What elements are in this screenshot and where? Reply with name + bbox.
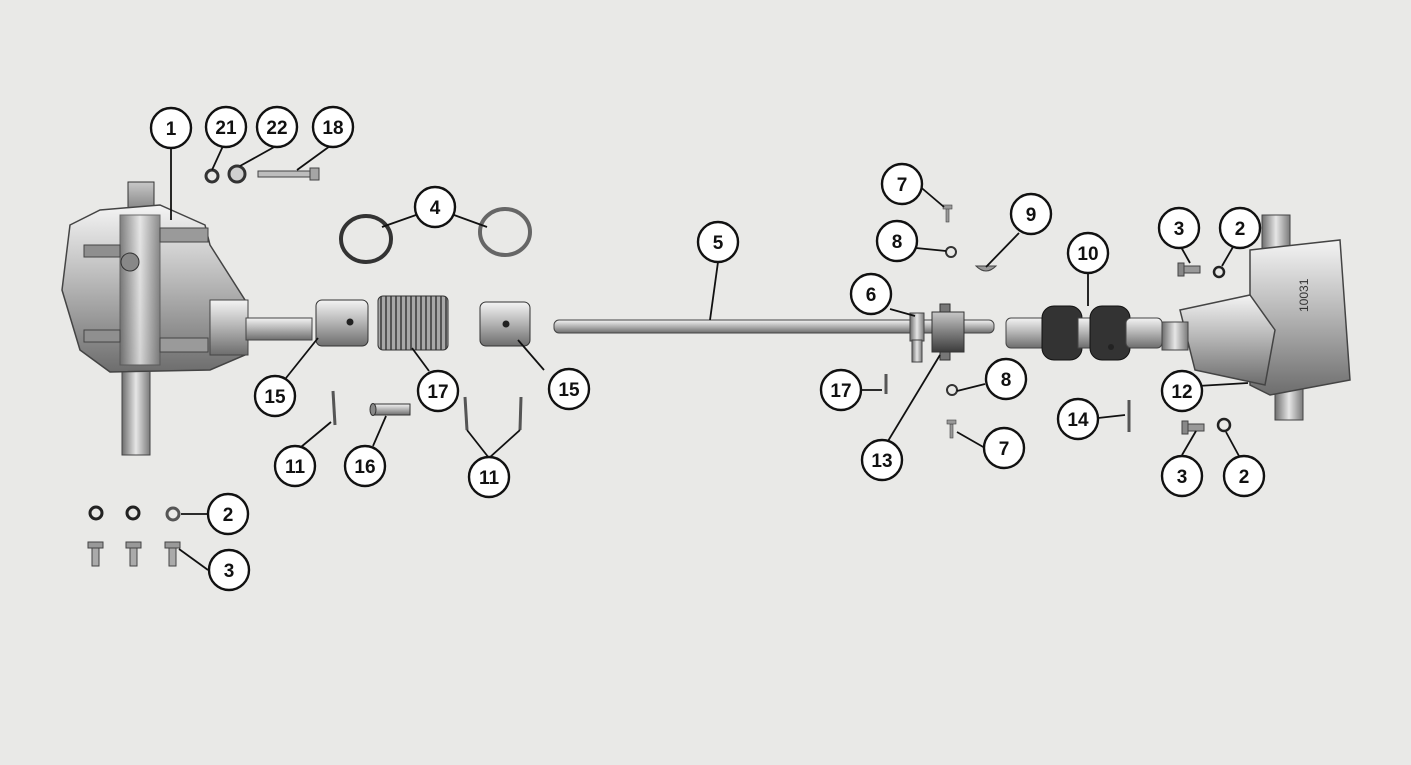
washer-2-c: [165, 506, 181, 522]
callout-10: 10: [1066, 231, 1110, 275]
callout-label: 8: [1001, 370, 1012, 391]
callout-16: 16: [343, 444, 387, 488]
shaft-collar-6b: [911, 339, 923, 363]
callout-13: 13: [860, 438, 904, 482]
flexible-coupling-10: [1005, 305, 1163, 361]
callout-11-right: 11: [467, 455, 511, 499]
callout-label: 3: [1174, 219, 1185, 240]
shaft-collar-6: [909, 312, 925, 342]
roll-pin-11a: [331, 390, 337, 426]
washer-8-bottom: [946, 384, 958, 396]
callout-label: 2: [1239, 467, 1250, 488]
callout-3-left: 3: [207, 548, 251, 592]
callout-label: 12: [1171, 382, 1192, 403]
callout-label: 17: [427, 382, 448, 403]
gearbox-housing: [61, 181, 313, 456]
callout-label: 2: [1235, 219, 1246, 240]
callout-7-top: 7: [880, 162, 924, 206]
shaft-5: [553, 319, 995, 334]
callout-5: 5: [696, 220, 740, 264]
callout-label: 3: [1177, 467, 1188, 488]
callout-label: 6: [866, 285, 877, 306]
callout-label: 16: [354, 457, 375, 478]
callout-7-bottom: 7: [982, 426, 1026, 470]
callout-15-right: 15: [547, 367, 591, 411]
callout-label: 15: [264, 387, 286, 408]
callout-4: 4: [413, 185, 457, 229]
callout-12: 12: [1160, 369, 1204, 413]
callout-15-left: 15: [253, 374, 297, 418]
callout-label: 11: [285, 457, 306, 478]
washer-22: [227, 164, 247, 184]
callout-3-right-top: 3: [1157, 206, 1201, 250]
callout-label: 14: [1067, 410, 1089, 431]
coupling-collar-left: [315, 299, 369, 347]
pin-16: [369, 403, 411, 416]
retaining-ring-left: [339, 214, 393, 264]
callout-1: 1: [149, 106, 193, 150]
roll-pin-11b: [463, 396, 469, 431]
callout-label: 22: [266, 118, 287, 139]
key-9: [974, 265, 998, 272]
callout-label: 15: [558, 380, 580, 401]
washer-2-a: [88, 505, 104, 521]
callout-17-left: 17: [416, 369, 460, 413]
callout-label: 7: [897, 175, 908, 196]
callout-label: 3: [224, 561, 235, 582]
bolt-3-b: [125, 541, 142, 567]
washer-2-right-top: [1212, 265, 1226, 279]
callout-6: 6: [849, 272, 893, 316]
clamp-13: [931, 303, 965, 361]
bolt-3-c: [164, 541, 181, 567]
washer-8-top: [945, 246, 957, 258]
callout-label: 21: [215, 118, 237, 139]
washer-2-right-bottom: [1216, 417, 1232, 433]
callout-label: 17: [830, 381, 851, 402]
callout-21: 21: [204, 105, 248, 149]
callout-label: 5: [713, 233, 724, 254]
bolt-18: [257, 167, 320, 181]
retaining-ring-right: [478, 207, 532, 257]
callout-8-bottom: 8: [984, 357, 1028, 401]
screw-7-bottom: [946, 419, 957, 439]
callout-label: 13: [871, 451, 892, 472]
bolt-3-right-top: [1177, 262, 1201, 277]
callout-label: 7: [999, 439, 1010, 460]
callout-label: 4: [430, 198, 441, 219]
callout-label: 9: [1026, 205, 1037, 226]
housing-marking: 10031: [1297, 278, 1311, 312]
callout-label: 2: [223, 505, 234, 526]
callout-label: 1: [166, 119, 177, 140]
callout-label: 10: [1077, 244, 1098, 265]
callout-label: 8: [892, 232, 903, 253]
roll-pin-11c: [518, 396, 523, 431]
bolt-3-a: [87, 541, 104, 567]
callout-11-left: 11: [273, 444, 317, 488]
callout-9: 9: [1009, 192, 1053, 236]
callout-2-right-bottom: 2: [1222, 454, 1266, 498]
callout-3-right-bottom: 3: [1160, 454, 1204, 498]
callout-label: 18: [322, 118, 343, 139]
callout-17-right: 17: [819, 368, 863, 412]
washer-2-b: [125, 505, 141, 521]
right-gearbox-housing: 10031: [1161, 214, 1351, 421]
callout-18: 18: [311, 105, 355, 149]
callout-22: 22: [255, 105, 299, 149]
callout-2-left: 2: [206, 492, 250, 536]
callout-8-top: 8: [875, 219, 919, 263]
spring-17: [377, 295, 449, 351]
callout-label: 11: [479, 468, 500, 489]
callout-2-right-top: 2: [1218, 206, 1262, 250]
callout-14: 14: [1056, 397, 1100, 441]
